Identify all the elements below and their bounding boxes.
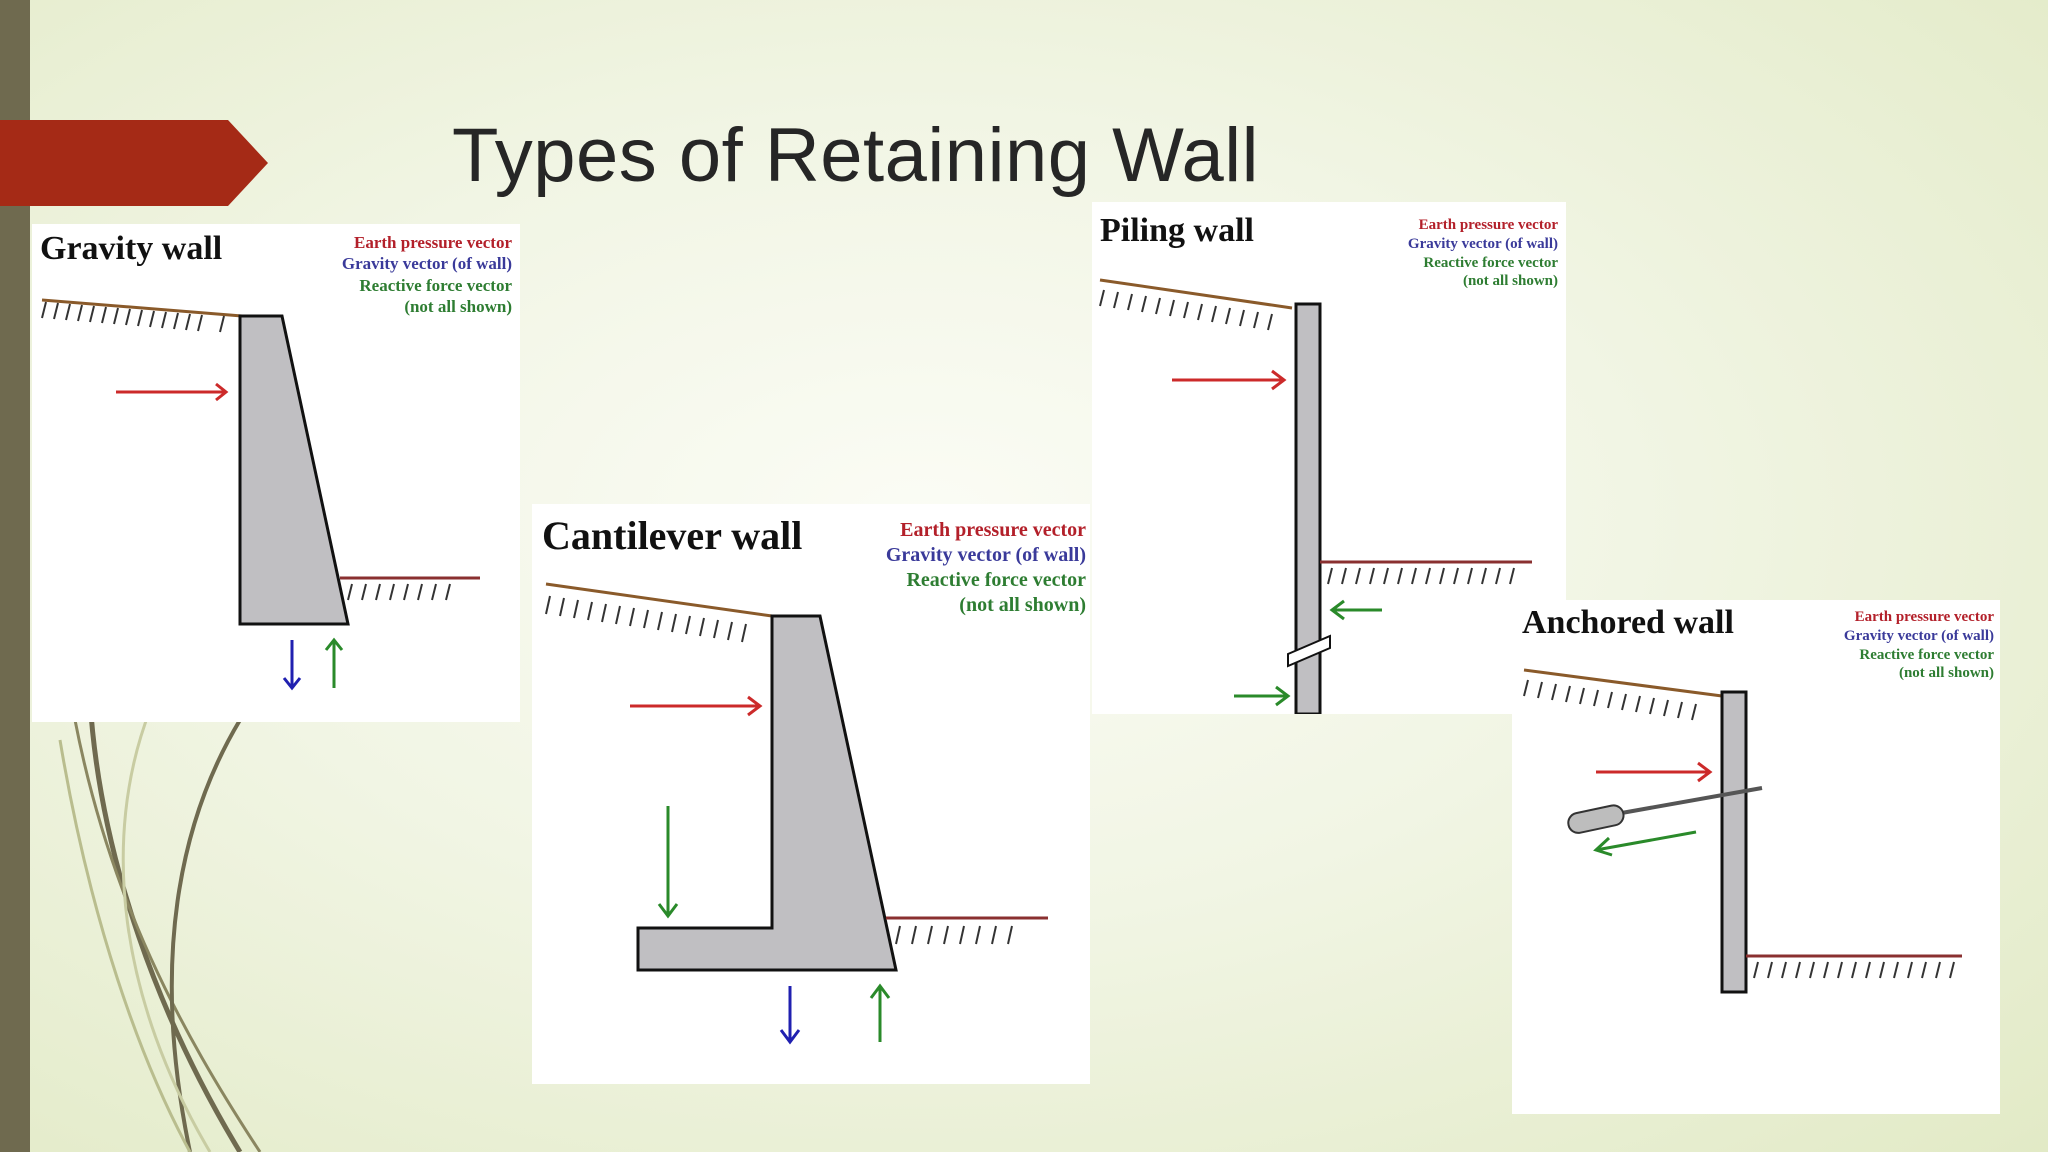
retained-soil-hatching: [41, 301, 225, 333]
toe-reaction-arrow: [1234, 685, 1291, 707]
panel-legend: Earth pressure vector Gravity vector (of…: [886, 518, 1086, 618]
panel-title: Gravity wall: [40, 230, 223, 267]
panel-title: Anchored wall: [1522, 604, 1734, 641]
retained-ground-line: [1099, 278, 1293, 310]
soil-weight-arrow: [657, 806, 679, 919]
legend-reactive-force: Reactive force vector: [1859, 646, 1994, 663]
pile-break-mark: [1287, 634, 1331, 668]
panel-legend: Earth pressure vector Gravity vector (of…: [1408, 216, 1558, 291]
legend-note: (not all shown): [1898, 665, 1994, 682]
anchored-sheet-pile: [1720, 690, 1748, 994]
panel-legend: Earth pressure vector Gravity vector (of…: [342, 232, 512, 317]
gravity-arrow: [779, 986, 801, 1045]
gravity-wall-panel: Gravity wall Earth pressure vector Gravi…: [32, 224, 520, 722]
reactive-force-arrow: [324, 637, 344, 688]
legend-earth-pressure: Earth pressure vector: [1854, 609, 1994, 625]
legend-earth-pressure: Earth pressure vector: [1418, 217, 1558, 233]
anchored-wall-panel: Anchored wall Earth pressure vector Grav…: [1512, 600, 2000, 1114]
panel-legend: Earth pressure vector Gravity vector (of…: [1844, 608, 1994, 683]
legend-note: (not all shown): [959, 594, 1086, 616]
anchor-reaction-arrow: [1593, 830, 1697, 857]
earth-pressure-arrow: [630, 695, 763, 717]
retained-ground-line: [545, 582, 773, 618]
legend-earth-pressure: Earth pressure vector: [900, 519, 1086, 541]
passive-reaction-arrow: [1329, 599, 1382, 621]
panel-title: Piling wall: [1100, 212, 1254, 249]
legend-reactive-force: Reactive force vector: [1423, 254, 1558, 271]
legend-reactive-force: Reactive force vector: [906, 569, 1086, 591]
earth-pressure-arrow: [1172, 369, 1287, 391]
piling-wall-panel: Piling wall Earth pressure vector Gravit…: [1092, 202, 1566, 714]
legend-gravity: Gravity vector (of wall): [1407, 235, 1558, 252]
retained-ground-line: [41, 298, 243, 318]
front-soil-hatching: [1327, 567, 1515, 585]
cantilever-wall-diagram: [545, 582, 1048, 1045]
legend-earth-pressure: Earth pressure vector: [353, 233, 512, 252]
front-soil-hatching: [347, 583, 451, 601]
retained-soil-hatching: [1523, 679, 1697, 721]
decorative-swoosh-lines: [58, 700, 262, 1152]
legend-gravity: Gravity vector (of wall): [885, 544, 1086, 566]
legend-reactive-force: Reactive force vector: [359, 275, 512, 295]
gravity-wall-body: [238, 314, 350, 626]
gravity-arrow: [282, 640, 302, 691]
cantilever-wall-panel: Cantilever wall Earth pressure vector Gr…: [532, 504, 1090, 1084]
anchor-tendon: [1615, 786, 1763, 816]
title-ribbon-arrow: [0, 120, 268, 206]
cantilever-wall-body: [636, 614, 898, 972]
retained-ground-line: [1523, 668, 1723, 698]
gravity-wall-diagram: [41, 298, 480, 691]
panel-title: Cantilever wall: [542, 513, 803, 558]
front-soil-hatching: [1753, 961, 1955, 979]
legend-gravity: Gravity vector (of wall): [1843, 627, 1994, 644]
earth-pressure-arrow: [116, 382, 229, 402]
anchored-wall-diagram: [1523, 668, 1962, 994]
legend-gravity: Gravity vector (of wall): [341, 254, 512, 274]
legend-note: (not all shown): [1462, 273, 1558, 290]
piling-wall-diagram: [1099, 278, 1532, 714]
front-soil-hatching: [895, 925, 1013, 945]
retained-soil-hatching: [545, 595, 747, 643]
reactive-force-arrow: [869, 983, 891, 1042]
slide-title: Types of Retaining Wall: [452, 113, 1260, 198]
legend-note: (not all shown): [404, 296, 512, 316]
anchor-grout-body: [1567, 804, 1625, 834]
retained-soil-hatching: [1099, 289, 1273, 331]
earth-pressure-arrow: [1596, 761, 1713, 783]
